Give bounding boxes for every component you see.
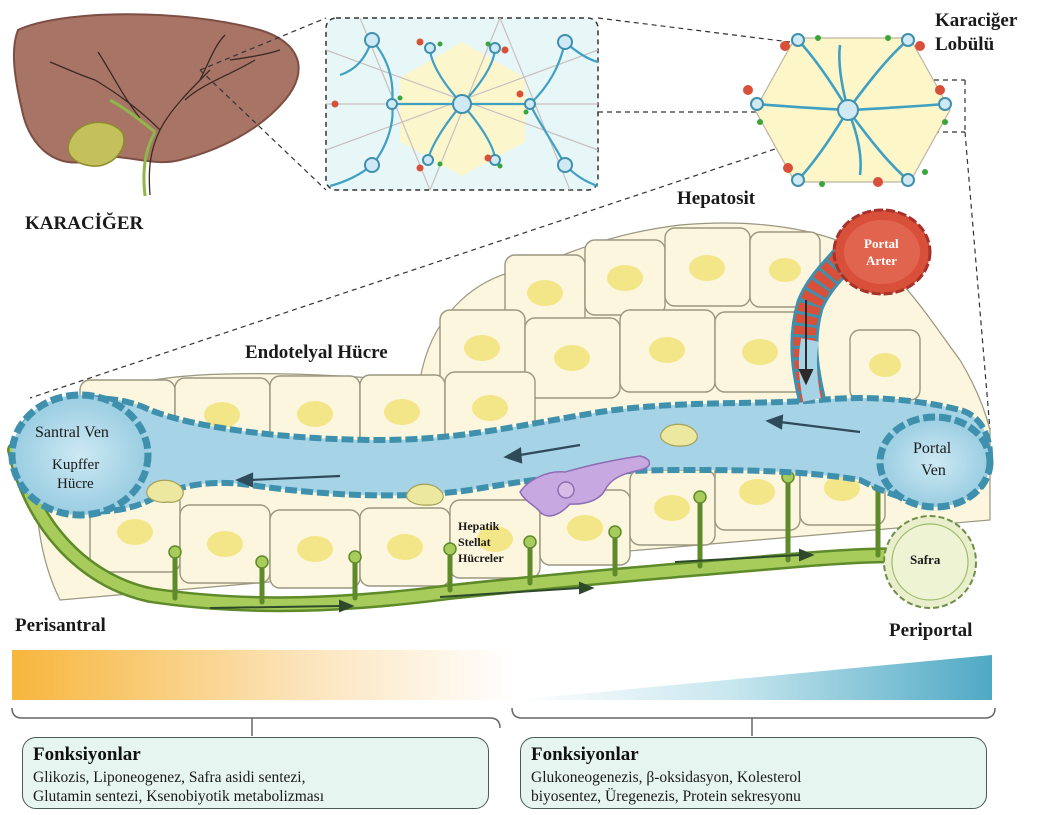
endothelial-label: Endotelyal Hücre	[245, 342, 388, 364]
periportal-functions-line1: Glukoneogenezis, β-oksidasyon, Kolestero…	[531, 768, 986, 787]
kupffer-label-line1: Kupffer	[52, 457, 99, 474]
gradient-bar	[12, 650, 992, 700]
central-vein-label: Santral Ven	[35, 424, 109, 442]
portal-vein-label-line1: Portal	[913, 440, 951, 458]
perisantral-functions-box: Fonksiyonlar Glikozis, Liponeogenez, Saf…	[22, 737, 489, 809]
periportal-functions-box: Fonksiyonlar Glukoneogenezis, β-oksidasy…	[520, 737, 987, 809]
liver-illustration	[14, 14, 299, 196]
hepatocyte-label: Hepatosit	[677, 188, 755, 210]
tissue-grid-panel	[326, 18, 598, 190]
periportal-label: Periportal	[889, 620, 972, 642]
lobule-label-line1: Karaciğer	[935, 10, 1017, 32]
perisantral-functions-line2: Glutamin sentezi, Ksenobiyotik metaboliz…	[33, 787, 488, 806]
perisantral-functions-title: Fonksiyonlar	[33, 744, 488, 766]
stellate-label-line3: Hücreler	[458, 551, 504, 566]
zone-brackets	[12, 708, 995, 736]
kupffer-label-line2: Hücre	[57, 476, 94, 493]
perisantral-label: Perisantral	[15, 615, 106, 637]
stellate-label-line2: Stellat	[458, 535, 491, 550]
lobule-hexagon	[743, 34, 951, 187]
portal-artery-label-line1: Portal	[864, 236, 899, 252]
liver-label: KARACİĞER	[25, 213, 143, 235]
portal-artery-label-line2: Arter	[866, 253, 897, 269]
periportal-functions-line2: biyosentez, Üregenezis, Protein sekresyo…	[531, 787, 986, 806]
portal-vein-label-line2: Ven	[921, 462, 946, 480]
periportal-functions-title: Fonksiyonlar	[531, 744, 986, 766]
stellate-label-line1: Hepatik	[458, 519, 499, 534]
perisantral-functions-line1: Glikozis, Liponeogenez, Safra asidi sent…	[33, 768, 488, 787]
lobule-label-line2: Lobülü	[935, 34, 994, 56]
bile-label: Safra	[910, 552, 940, 568]
